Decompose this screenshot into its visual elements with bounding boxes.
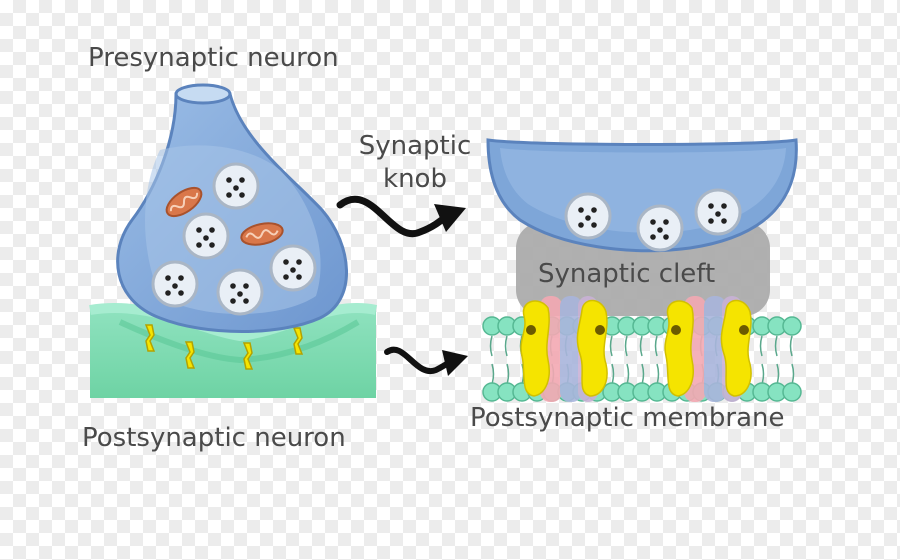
synaptic-knob-label-line1: Synaptic [358,131,472,161]
postsynaptic-membrane-label: Postsynaptic membrane [470,403,785,433]
receptor-2 [184,341,196,369]
lipid-tail [624,335,630,385]
lipid-tail [639,335,645,385]
lipid-tail [654,335,660,385]
left-receptors [144,324,304,370]
mitochondrion [240,222,284,246]
lipid-tail [759,335,765,385]
vesicle [216,268,264,316]
vesicle [269,244,317,292]
presynaptic-vesicles [151,162,317,316]
vesicle [182,212,230,260]
vesicle [636,204,684,252]
vesicle [694,188,742,236]
presynaptic-neuron-label: Presynaptic neuron [88,43,339,73]
receptor-4 [292,327,304,355]
lipid-tail [789,335,795,385]
receptor [720,299,752,397]
arrow-to-synaptic-knob [336,195,466,238]
receptor [576,299,608,397]
mitochondrion [165,186,203,218]
mitochondria [165,186,284,246]
receptor [520,300,550,397]
membrane-receptors [520,299,752,397]
vesicle [212,162,260,210]
receptor-1 [144,324,156,352]
lipid-head [782,316,802,336]
synaptic-knob-label: Synaptic knob [352,130,478,195]
lipid-head [782,382,802,402]
lipid-tail [774,335,780,385]
receptor-3 [242,342,254,370]
axon-opening [174,83,232,105]
receptor [664,300,694,397]
postsynaptic-neuron-label: Postsynaptic neuron [82,423,346,453]
arrow-to-postsynaptic-membrane [384,346,468,376]
lipid-tail [489,335,495,385]
synaptic-knob-label-line2: knob [383,163,447,194]
lipid-tail [504,335,510,385]
lipid-tail [609,335,615,385]
vesicle [151,260,199,308]
vesicle [564,192,612,240]
synaptic-cleft-label: Synaptic cleft [538,259,716,289]
knob-vesicles [564,188,742,252]
